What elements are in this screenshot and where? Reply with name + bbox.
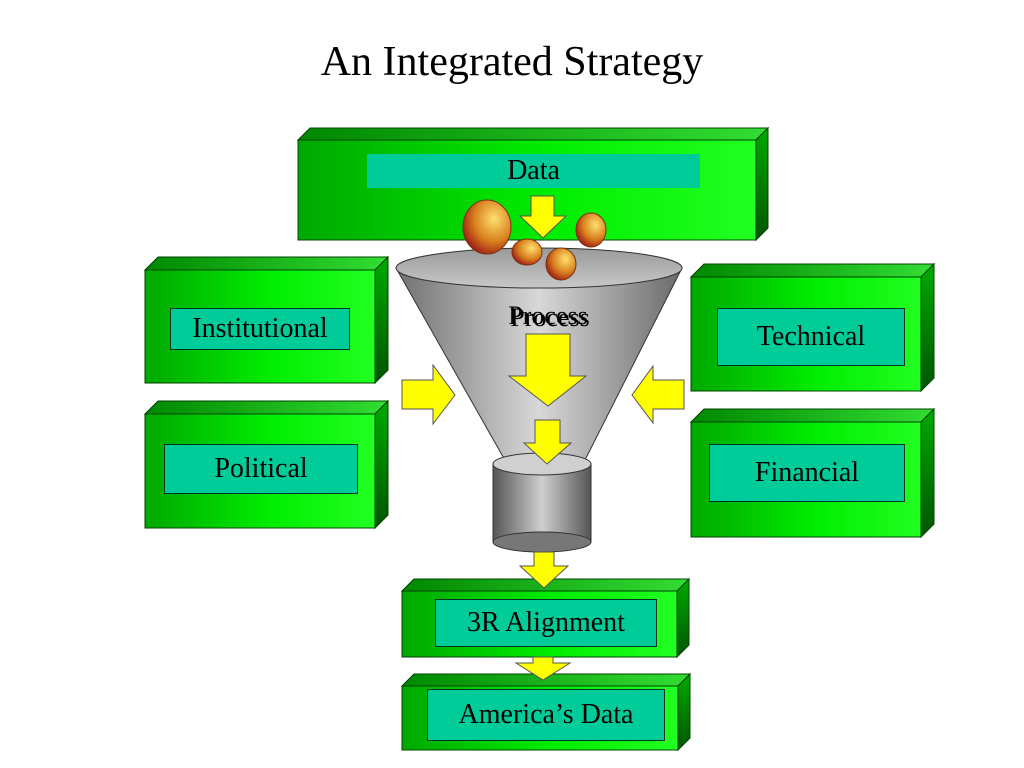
data-label: Data bbox=[367, 154, 700, 188]
svg-text:Process: Process bbox=[510, 303, 589, 332]
arrow-down-icon bbox=[514, 656, 572, 681]
process-label: Process Process bbox=[508, 301, 589, 332]
financial-label: Financial bbox=[709, 444, 905, 502]
data-ball bbox=[511, 238, 543, 266]
arrow-down-icon bbox=[518, 551, 570, 589]
data-ball bbox=[462, 199, 512, 255]
svg-text:Process: Process bbox=[508, 301, 587, 330]
slide-title: An Integrated Strategy bbox=[320, 39, 704, 85]
arrow-right-icon bbox=[401, 363, 456, 426]
americas-data-label: America’s Data bbox=[427, 689, 665, 741]
political-label: Political bbox=[164, 444, 358, 494]
data-ball bbox=[575, 212, 607, 248]
arrow-down-icon bbox=[518, 195, 568, 239]
arrow-down-icon bbox=[522, 419, 573, 465]
institutional-label: Institutional bbox=[170, 308, 350, 350]
cylinder bbox=[492, 452, 592, 553]
arrow-left-icon bbox=[631, 364, 685, 425]
technical-label: Technical bbox=[717, 308, 905, 366]
arrows bbox=[401, 195, 685, 681]
data-ball bbox=[545, 247, 577, 281]
data-balls bbox=[462, 199, 607, 281]
alignment-label: 3R Alignment bbox=[435, 599, 657, 647]
arrow-down-icon bbox=[507, 333, 588, 407]
